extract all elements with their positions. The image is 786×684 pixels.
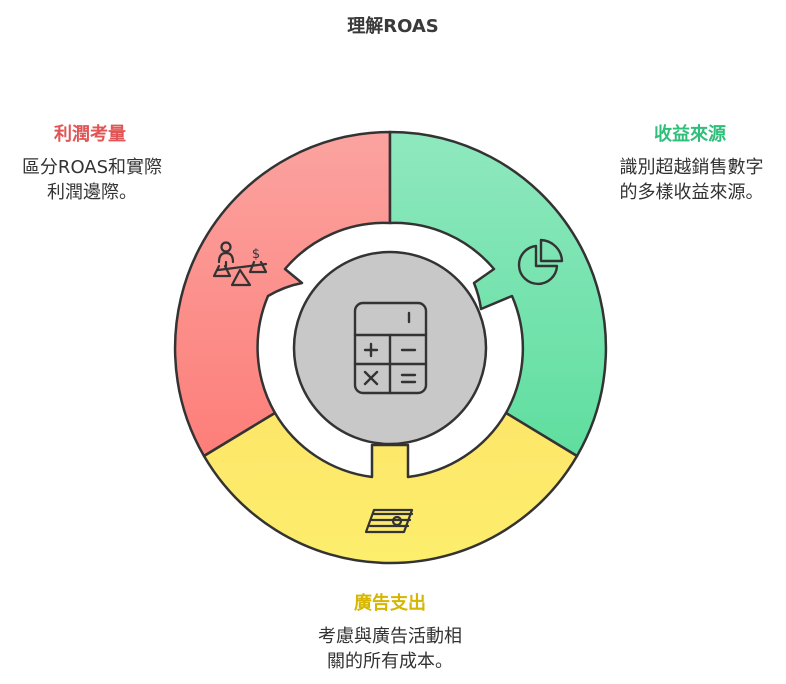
money-stack-icon xyxy=(364,508,414,534)
svg-text:$: $ xyxy=(252,247,260,262)
spend-description: 考慮與廣告活動相 關的所有成本。 xyxy=(300,624,480,674)
revenue-description: 識別超越銷售數字 的多樣收益來源。 xyxy=(604,155,779,205)
diagram-title: 理解ROAS xyxy=(347,16,439,37)
profit-description: 區分ROAS和實際 利潤邊際。 xyxy=(12,155,172,205)
pie-chart-icon xyxy=(517,238,564,286)
profit-heading: 利潤考量 xyxy=(54,124,126,145)
revenue-heading: 收益來源 xyxy=(654,124,726,145)
spend-desc-line2: 關的所有成本。 xyxy=(327,651,453,672)
spend-segment[interactable] xyxy=(202,411,579,565)
profit-desc-line2: 利潤邊際。 xyxy=(47,182,137,203)
revenue-desc-line2: 的多樣收益來源。 xyxy=(619,182,764,203)
spend-heading: 廣告支出 xyxy=(354,593,426,614)
spend-desc-line1: 考慮與廣告活動相 xyxy=(318,626,462,647)
balance-scale-icon: $ xyxy=(212,241,268,287)
profit-desc-line1: 區分ROAS和實際 xyxy=(21,157,163,178)
revenue-desc-line1: 識別超越銷售數字 xyxy=(619,157,764,178)
calculator-icon xyxy=(353,301,428,395)
